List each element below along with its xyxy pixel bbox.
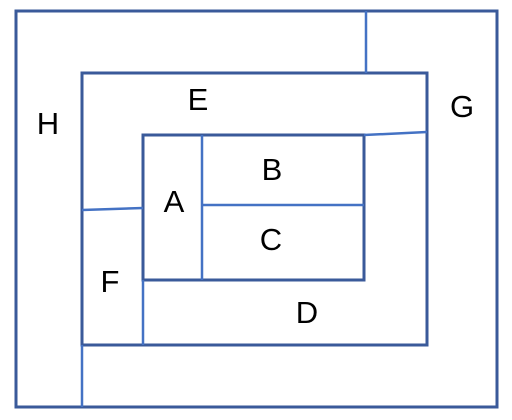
divider-f-e <box>81 206 144 212</box>
region-label-h: H <box>37 106 59 141</box>
diagram-dividers <box>80 11 428 407</box>
divider-e-g <box>363 130 428 137</box>
diagram-outlines <box>14 9 499 409</box>
region-label-e: E <box>188 82 209 117</box>
inner-frame <box>141 133 366 282</box>
region-label-b: B <box>262 152 283 187</box>
region-label-d: D <box>296 295 318 330</box>
region-label-g: G <box>450 89 474 124</box>
outer-frame <box>14 9 499 409</box>
region-labels: A B C D E F G H <box>37 82 474 330</box>
region-label-a: A <box>164 184 185 219</box>
region-label-c: C <box>260 222 282 257</box>
region-label-f: F <box>101 264 120 299</box>
